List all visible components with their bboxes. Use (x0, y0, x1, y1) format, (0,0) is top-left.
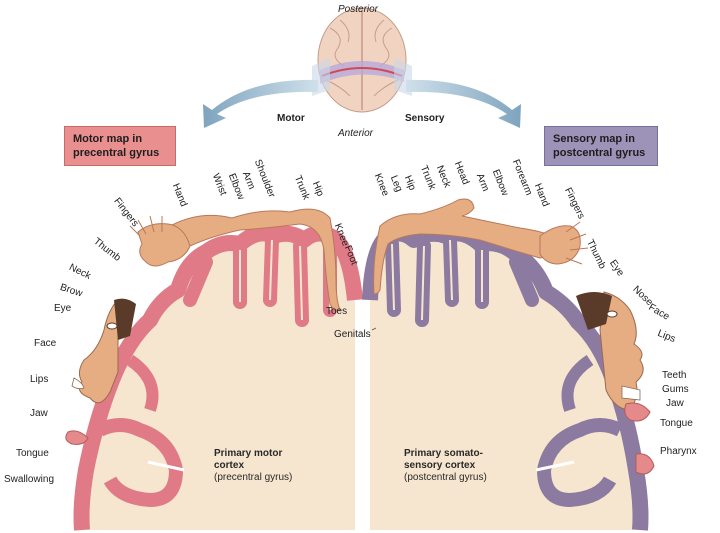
sensory-caption-title1: Primary somato- (404, 448, 483, 459)
motor-box-line1: Motor map in (73, 133, 143, 145)
motor-face (65, 298, 136, 445)
sensory-arrow-label: Sensory (405, 113, 445, 124)
motor-box-line2: precentral gyrus (73, 147, 160, 159)
motor-arrow-label: Motor (277, 113, 305, 124)
motor-homunculus (129, 208, 341, 311)
sensory-box-line1: Sensory map in (553, 133, 635, 145)
sensory-box-line2: postcentral gyrus (553, 147, 646, 159)
motor-cortex-caption: Primary motor cortex (precentral gyrus) (214, 448, 292, 484)
sensory-face (576, 291, 655, 475)
posterior-label: Posterior (338, 4, 379, 15)
sensory-caption-sub: (postcentral gyrus) (404, 472, 487, 483)
motor-label-swallowing: Swallowing (4, 474, 55, 485)
sensory-label-gums: Gums (662, 384, 689, 395)
sensory-label-genitals: Genitals (334, 329, 371, 340)
motor-caption-title2: cortex (214, 460, 245, 471)
sensory-map-box: Sensory map in postcentral gyrus (544, 126, 658, 166)
motor-hemisphere (73, 225, 363, 531)
sensory-hemisphere (362, 225, 649, 531)
motor-caption-sub: (precentral gyrus) (214, 472, 293, 483)
motor-label-lips: Lips (30, 374, 49, 385)
motor-label-toes: Toes (326, 306, 348, 317)
motor-label-tongue: Tongue (16, 448, 49, 459)
anterior-label: Anterior (338, 128, 374, 139)
sensory-homunculus (373, 198, 589, 295)
sensory-label-pharynx: Pharynx (660, 446, 697, 457)
sensory-cortex-caption: Primary somato- sensory cortex (postcent… (404, 448, 487, 484)
sensory-label-jaw: Jaw (666, 398, 684, 409)
motor-caption-title1: Primary motor (214, 448, 283, 459)
motor-arrow (203, 79, 318, 128)
sensory-caption-title2: sensory cortex (404, 460, 476, 471)
sensory-arrow (406, 79, 521, 128)
motor-label-jaw: Jaw (30, 408, 48, 419)
motor-label-face: Face (34, 338, 57, 349)
motor-map-box: Motor map in precentral gyrus (64, 126, 176, 166)
motor-label-eye: Eye (54, 303, 72, 314)
sensory-label-tongue: Tongue (660, 418, 693, 429)
top-brain-view (312, 7, 412, 113)
sensory-label-teeth: Teeth (662, 370, 687, 381)
